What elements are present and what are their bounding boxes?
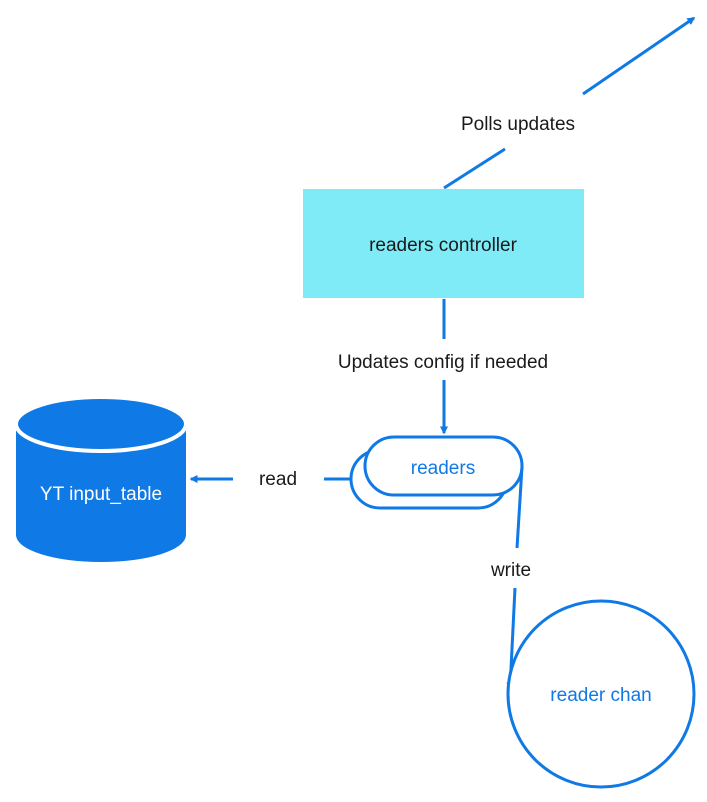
polls-updates-label: Polls updates	[461, 114, 575, 135]
readers-node[interactable]: readers	[349, 435, 524, 510]
yt-input-table-label: YT input_table	[40, 484, 162, 505]
yt-input-table-node[interactable]: YT input_table	[14, 395, 188, 562]
updates-config-label: Updates config if needed	[338, 352, 548, 373]
readers-controller-node[interactable]: readers controller	[303, 189, 584, 298]
polls-updates-edge	[443, 16, 696, 190]
readers-controller-label: readers controller	[369, 235, 518, 256]
write-label: write	[490, 560, 531, 581]
reader-chan-node[interactable]: reader chan	[506, 599, 696, 789]
read-label: read	[259, 469, 297, 490]
readers-label: readers	[411, 458, 475, 479]
reader-chan-label: reader chan	[550, 685, 651, 706]
